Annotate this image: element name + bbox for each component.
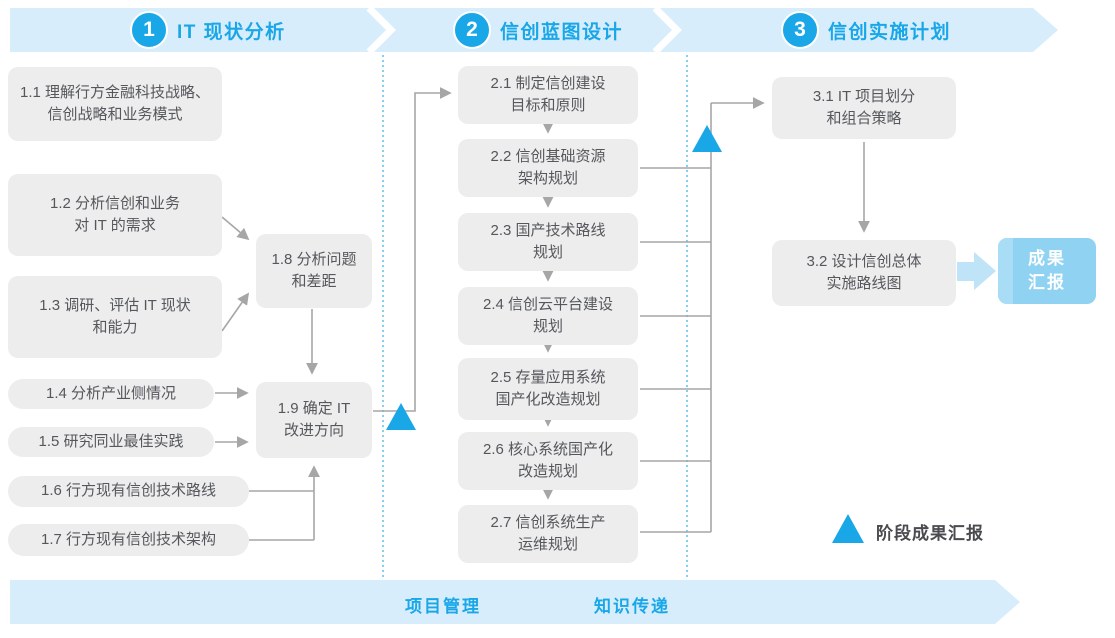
box-1-3: 1.3 调研、评估 IT 现状 和能力 <box>8 276 222 358</box>
result-box: 成果 汇报 <box>998 238 1096 304</box>
box-1-9-line2: 改进方向 <box>283 422 344 439</box>
box-1-2: 1.2 分析信创和业务 对 IT 的需求 <box>8 174 222 256</box>
phase-badge-2: 2 <box>453 11 491 49</box>
phase-title-3: 信创实施计划 <box>828 21 952 43</box>
box-3-1: 3.1 IT 项目划分 和组合策略 <box>772 77 956 139</box>
box-2-1: 2.1 制定信创建设 目标和原则 <box>458 66 638 124</box>
bottom-band <box>10 580 1020 624</box>
box-1-3-line1: 1.3 调研、评估 IT 现状 <box>39 296 191 314</box>
box-1-3-line2: 和能力 <box>92 319 138 336</box>
phase-header-2: 2 信创蓝图设计 <box>453 11 623 49</box>
box-1-2-line1: 1.2 分析信创和业务 <box>49 194 181 212</box>
result-box-stripe <box>998 238 1013 304</box>
box-1-8-line2: 和差距 <box>291 273 337 290</box>
phase-header-band <box>10 8 1058 52</box>
box-1-7-line1: 1.7 行方现有信创技术架构 <box>40 530 217 548</box>
box-2-3-line2: 规划 <box>532 244 563 261</box>
phase-header-1: 1 IT 现状分析 <box>130 11 286 49</box>
box-2-1-line2: 目标和原则 <box>510 97 586 114</box>
box-1-5: 1.5 研究同业最佳实践 <box>8 427 214 457</box>
result-arrow <box>957 252 996 290</box>
box-3-1-line1: 3.1 IT 项目划分 <box>812 87 916 105</box>
box-2-7-line1: 2.7 信创系统生产 <box>490 513 606 531</box>
box-2-2: 2.2 信创基础资源 架构规划 <box>458 139 638 197</box>
box-2-2-line2: 架构规划 <box>517 170 578 187</box>
bottom-label-project-management: 项目管理 <box>405 597 481 616</box>
box-2-1-line1: 2.1 制定信创建设 <box>490 74 606 92</box>
box-2-5: 2.5 存量应用系统 国产化改造规划 <box>458 358 638 420</box>
box-1-8: 1.8 分析问题 和差距 <box>256 234 372 308</box>
box-2-6-line1: 2.6 核心系统国产化 <box>482 440 614 458</box>
legend-label: 阶段成果汇报 <box>876 524 984 543</box>
box-1-2-line2: 对 IT 的需求 <box>74 217 156 234</box>
box-3-2: 3.2 设计信创总体 实施路线图 <box>772 240 956 306</box>
box-1-6-line1: 1.6 行方现有信创技术路线 <box>40 482 217 500</box>
box-1-1-line2: 信创战略和业务模式 <box>47 106 183 123</box>
legend-triangle-icon <box>832 514 864 543</box>
box-2-2-line1: 2.2 信创基础资源 <box>490 147 606 165</box>
phase-badge-3: 3 <box>781 11 819 49</box>
box-1-1: 1.1 理解行方金融科技战略、 信创战略和业务模式 <box>8 67 222 141</box>
box-1-9-line1: 1.9 确定 IT <box>277 399 351 417</box>
box-1-9: 1.9 确定 IT 改进方向 <box>256 382 372 458</box>
box-3-2-line2: 实施路线图 <box>826 275 902 292</box>
bottom-label-knowledge-transfer: 知识传递 <box>594 597 670 616</box>
box-2-6: 2.6 核心系统国产化 改造规划 <box>458 432 638 490</box>
result-box-line2: 汇报 <box>1028 273 1066 292</box>
phase-title-1: IT 现状分析 <box>177 21 286 43</box>
box-1-5-line1: 1.5 研究同业最佳实践 <box>38 432 184 450</box>
box-1-6: 1.6 行方现有信创技术路线 <box>8 476 249 507</box>
box-2-6-line2: 改造规划 <box>517 463 578 480</box>
box-2-7-line2: 运维规划 <box>517 536 578 553</box>
box-2-4: 2.4 信创云平台建设 规划 <box>458 287 638 345</box>
box-1-7: 1.7 行方现有信创技术架构 <box>8 524 249 556</box>
box-1-8-line1: 1.8 分析问题 <box>271 250 357 268</box>
box-2-4-line1: 2.4 信创云平台建设 <box>482 295 614 313</box>
box-1-4: 1.4 分析产业侧情况 <box>8 379 214 409</box>
phase-band-chevrons <box>366 5 682 55</box>
box-2-7: 2.7 信创系统生产 运维规划 <box>458 505 638 563</box>
milestone-triangle-phase1-icon <box>386 403 416 430</box>
phase-header-3: 3 信创实施计划 <box>781 11 951 49</box>
box-1-4-line1: 1.4 分析产业侧情况 <box>45 384 177 402</box>
box-2-3: 2.3 国产技术路线 规划 <box>458 213 638 271</box>
result-box-line1: 成果 <box>1028 249 1066 269</box>
milestone-triangle-phase2-icon <box>692 125 722 152</box>
phase-badge-1: 1 <box>130 11 168 49</box>
box-1-1-line1: 1.1 理解行方金融科技战略、 <box>19 83 211 101</box>
box-2-5-line2: 国产化改造规划 <box>495 391 601 408</box>
phase-title-2: 信创蓝图设计 <box>500 21 624 43</box>
box-2-5-line1: 2.5 存量应用系统 <box>490 368 606 386</box>
box-3-1-line2: 和组合策略 <box>826 110 902 127</box>
box-2-4-line2: 规划 <box>532 318 563 335</box>
box-3-2-line1: 3.2 设计信创总体 <box>806 252 922 270</box>
box-2-3-line1: 2.3 国产技术路线 <box>490 221 606 239</box>
